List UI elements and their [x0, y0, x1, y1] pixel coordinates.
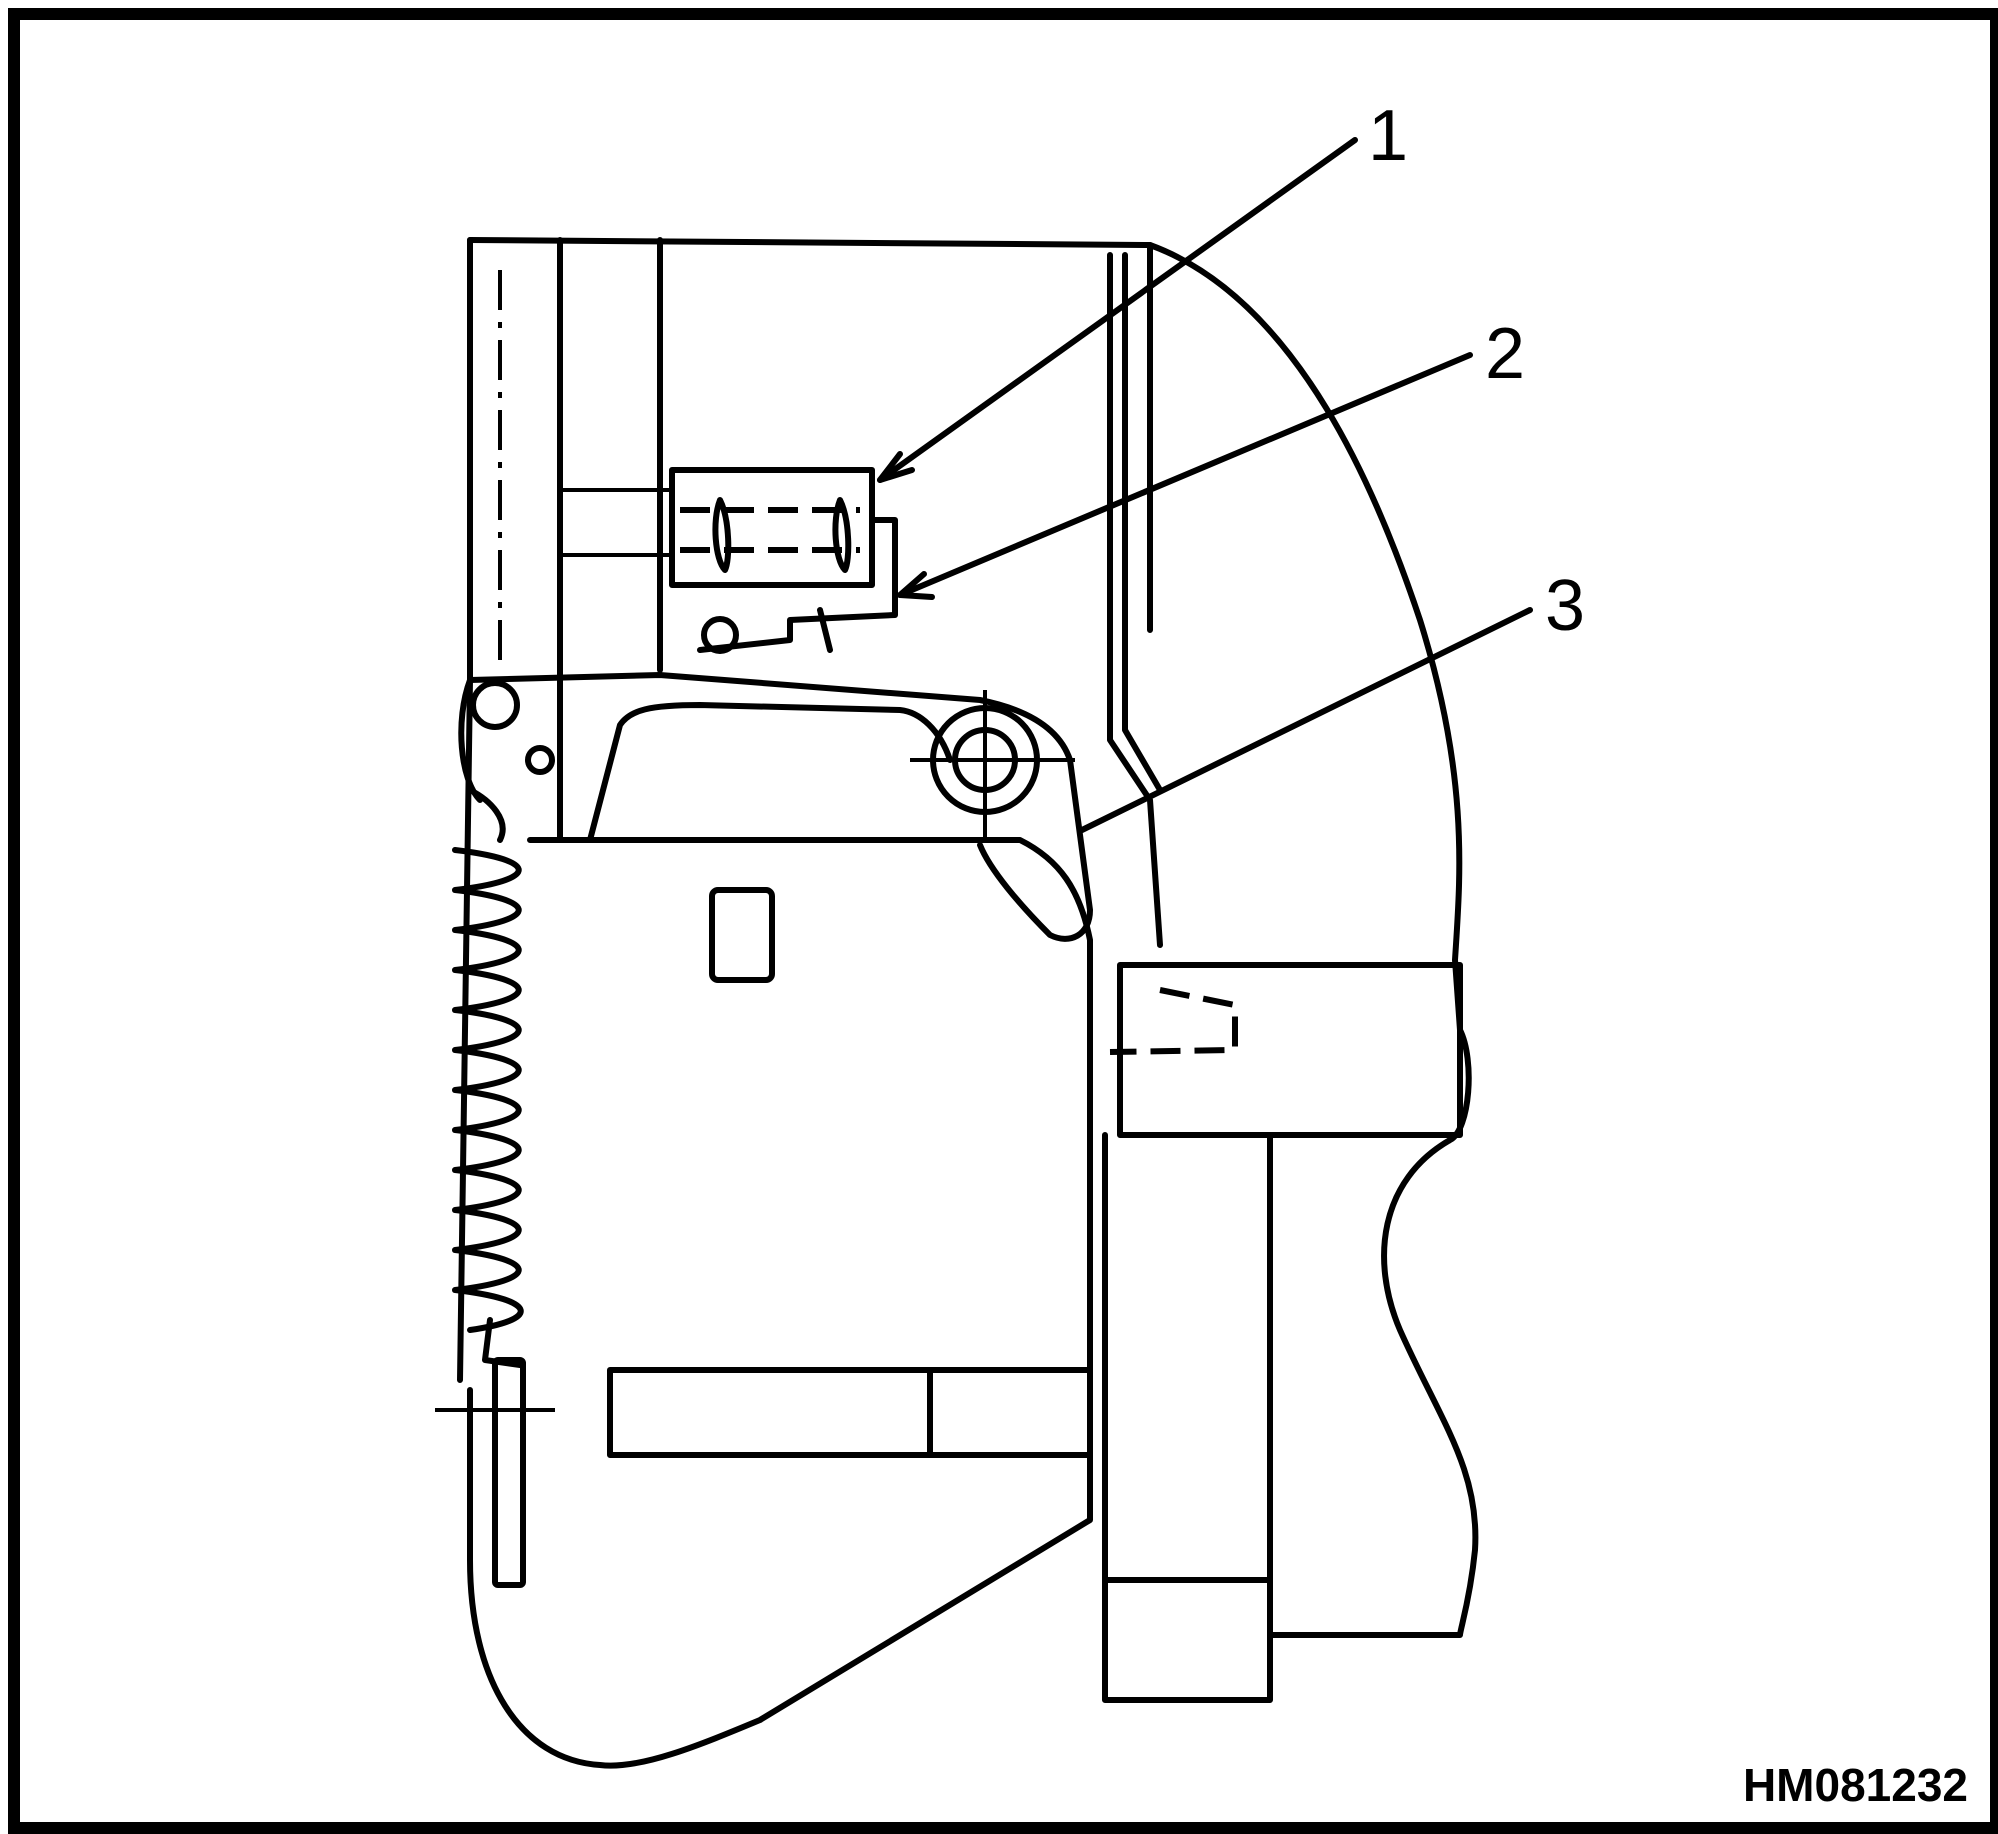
tension-spring: [435, 787, 555, 1588]
pivot-pin: [458, 677, 555, 803]
housing: [1109, 242, 1479, 1638]
stem: [1102, 1132, 1273, 1703]
cam-lever: [467, 672, 1093, 942]
leader-arrow-1: [877, 451, 915, 483]
leader-line-3: [1079, 607, 1533, 833]
adjusting-bracket: [560, 467, 898, 654]
leader-line-2: [897, 352, 1473, 598]
left-rail: [467, 237, 663, 683]
leader-arrow-2: [897, 571, 935, 600]
figure-code: HM081232: [1742, 1759, 1968, 1811]
callout-3: 3: [1545, 566, 1586, 646]
lower-body: [457, 677, 1093, 1769]
leader-line-1: [877, 137, 1358, 483]
callout-1: 1: [1368, 96, 1409, 176]
leader-lines: [877, 137, 1533, 833]
callout-2: 2: [1485, 314, 1526, 394]
